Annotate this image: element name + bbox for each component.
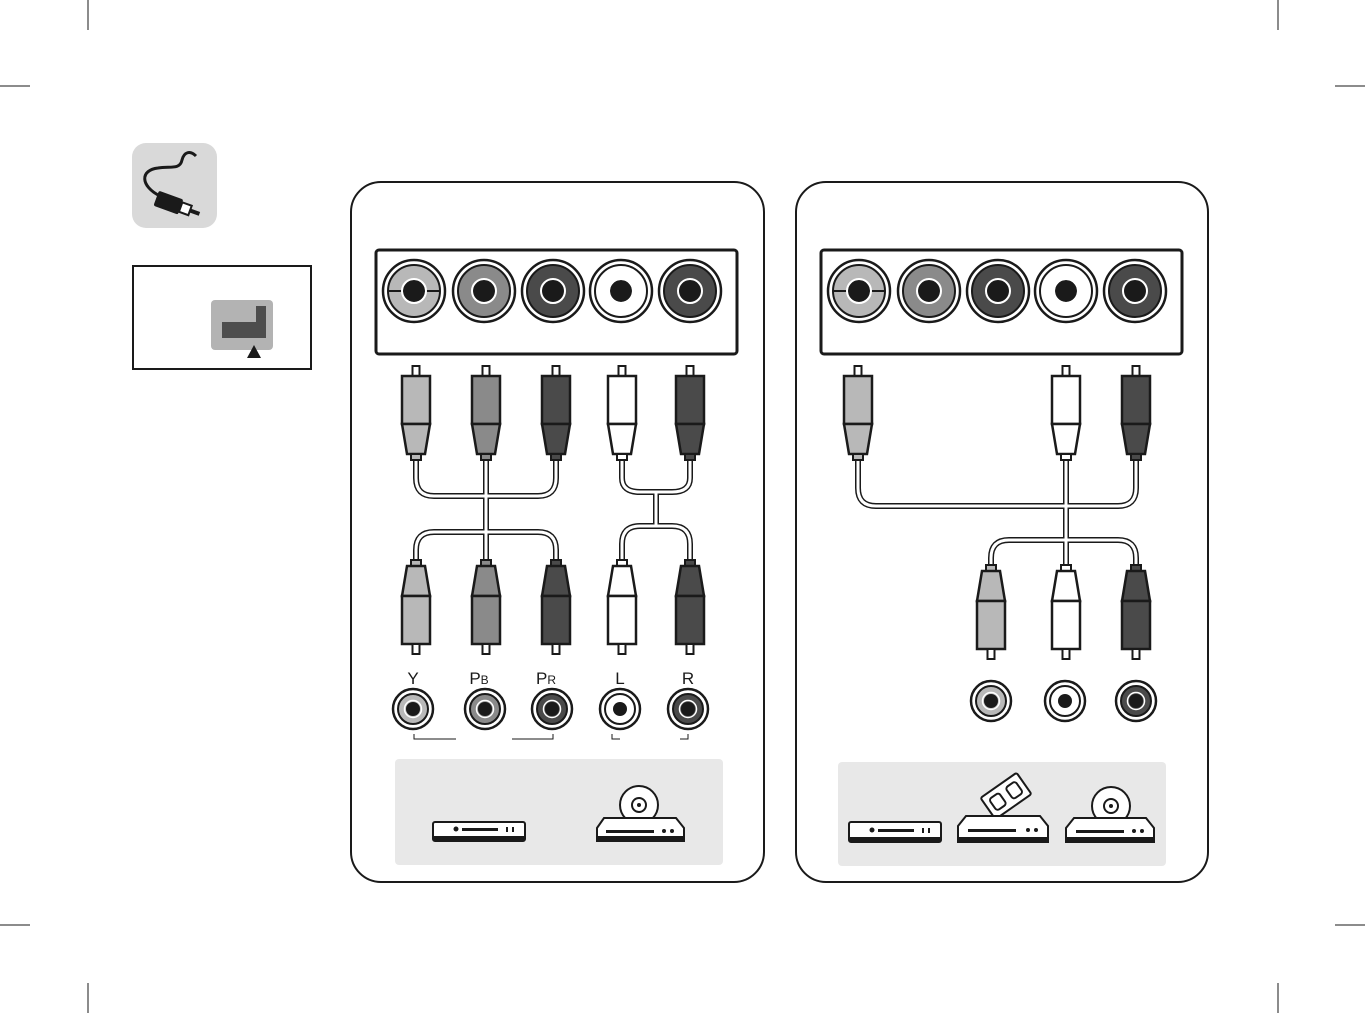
tv-jack-1: [453, 260, 515, 322]
tv-jack-3: [590, 260, 652, 322]
jack-label-4: R: [682, 669, 694, 688]
rca-plug-up-2: [1122, 366, 1150, 460]
device-jack-4: [668, 689, 708, 729]
device-jack-1: [465, 689, 505, 729]
rca-plug-up-3: [608, 366, 636, 460]
device-jack-0: [393, 689, 433, 729]
device-jack-0: [971, 681, 1011, 721]
rca-plug-down-4: [676, 560, 704, 654]
tv-jack-0: [828, 260, 890, 322]
tv-jack-2: [522, 260, 584, 322]
tv-jack-3: [1035, 260, 1097, 322]
rca-plug-down-1: [472, 560, 500, 654]
tv-jack-1: [898, 260, 960, 322]
jack-label-3: L: [615, 669, 624, 688]
tv-jacks: [828, 260, 1166, 322]
tv-jack-0: [383, 260, 445, 322]
device-jack-2: [1116, 681, 1156, 721]
rca-plug-down-1: [1052, 565, 1080, 659]
tv-back-panel-port-location-icon: [133, 266, 311, 369]
tv-jack-4: [659, 260, 721, 322]
rca-plug-down-0: [402, 560, 430, 654]
dvd-player-icon: [849, 822, 941, 842]
rca-cable-icon: [132, 143, 217, 228]
tv-jack-2: [967, 260, 1029, 322]
rca-plug-up-1: [472, 366, 500, 460]
rca-plug-down-2: [542, 560, 570, 654]
composite-connection-panel: [796, 182, 1208, 882]
rca-plug-up-1: [1052, 366, 1080, 460]
dvd-player-icon: [433, 822, 525, 841]
rca-plug-up-4: [676, 366, 704, 460]
rca-plug-down-2: [1122, 565, 1150, 659]
rca-plug-up-0: [844, 366, 872, 460]
jack-label-0: Y: [407, 669, 418, 688]
tv-jacks: [383, 260, 721, 322]
device-jack-2: [532, 689, 572, 729]
device-area: [395, 759, 723, 865]
tv-jack-4: [1104, 260, 1166, 322]
device-jack-3: [600, 689, 640, 729]
device-jacks: [971, 681, 1156, 721]
rca-plug-up-2: [542, 366, 570, 460]
rca-plug-down-0: [977, 565, 1005, 659]
rca-plug-up-0: [402, 366, 430, 460]
rca-plug-down-3: [608, 560, 636, 654]
device-jack-1: [1045, 681, 1085, 721]
